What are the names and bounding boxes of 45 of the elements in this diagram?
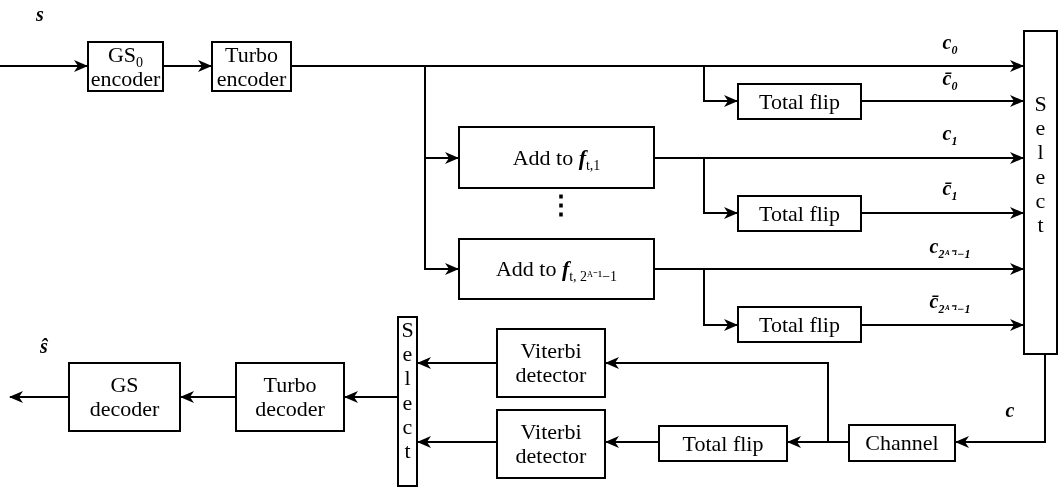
process-box [737,195,862,232]
box-label: Turbo decoder [254,373,326,421]
arrow [605,436,659,448]
box-label: GS decoder [88,373,161,421]
box-label: Select [1034,92,1047,238]
arrow [180,391,236,403]
box-label: Add to f$_{t, 2ᴬ⁻¹−1}$ [495,257,618,281]
process-box [458,238,655,300]
arrow [787,436,849,448]
arrow [654,268,738,331]
box-label: Turbo encoder [215,42,288,91]
box-label: Viterbi detector [514,420,588,468]
ellipsis-mark: ⋮ [548,193,574,219]
box-label: Viterbi detector [514,339,588,387]
process-box [737,83,862,120]
process-box [658,425,788,462]
process-box [458,126,655,189]
box-label: Total flip [759,201,840,226]
process-box [235,362,345,432]
box-label: Add to f$_{t,1}$ [512,145,601,170]
box-label: Total flip [759,312,840,337]
box-label: Total flip [759,89,840,114]
selector-bar [1023,30,1058,355]
process-box [496,409,606,479]
process-box [848,424,956,462]
box-label: GS$_{0}$ encoder [89,42,162,91]
arrow [654,157,738,219]
selector-bar [397,316,418,487]
arrow [417,357,497,369]
process-box [737,306,862,343]
arrow [861,319,1024,331]
arrow [291,65,459,275]
arrow [955,354,1046,448]
arrow [163,60,212,72]
arrow [861,95,1024,107]
arrow [417,436,497,448]
arrow [0,60,88,72]
arrow [344,391,398,403]
box-label: Total flip [682,431,764,456]
process-box [496,328,606,398]
box-label: Channel [865,431,939,455]
arrow [9,391,69,403]
box-label: Select [401,318,414,464]
arrow [861,207,1024,219]
process-box [68,362,181,432]
